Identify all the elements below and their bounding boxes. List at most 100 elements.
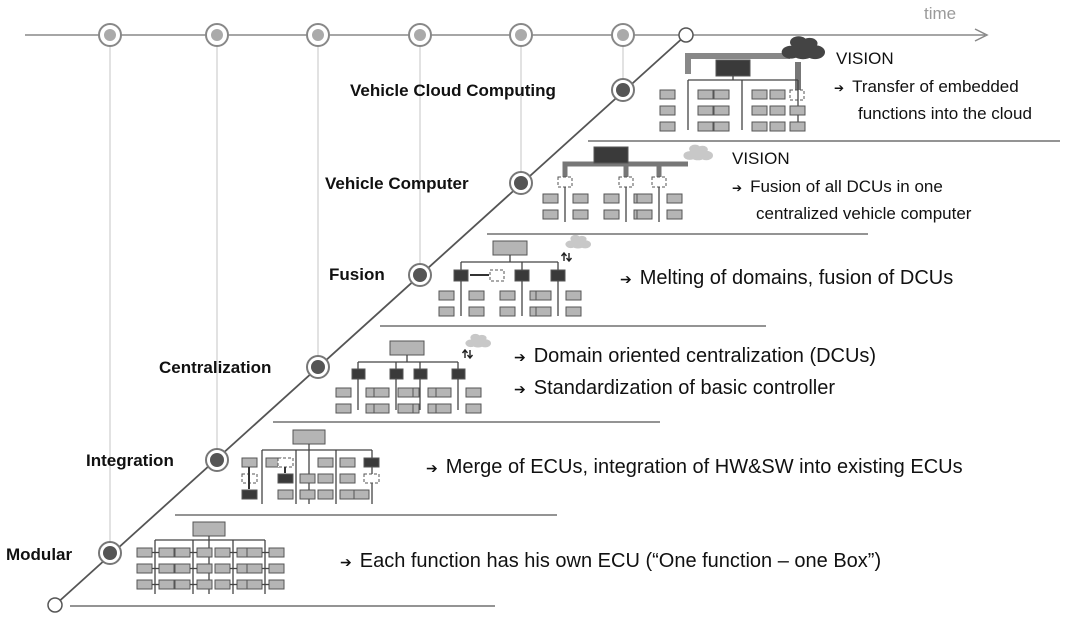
ecu-box	[666, 193, 683, 204]
ecu-box	[468, 306, 485, 317]
ecu-box	[158, 579, 175, 590]
ecu-box	[465, 403, 482, 414]
ecu-box	[535, 306, 552, 317]
description-modular: ➔ Each function has his own ECU (“One fun…	[340, 550, 881, 573]
thick-bus	[685, 53, 790, 74]
dcu-box	[618, 176, 634, 188]
ecu-box	[277, 457, 294, 468]
arrow-icon: ➔	[514, 381, 526, 397]
cloud-icon	[477, 334, 487, 342]
dcu-box	[351, 368, 366, 380]
description-centralization-1: ➔ Domain oriented centralization (DCUs)	[514, 345, 876, 368]
ecu-box	[659, 121, 676, 132]
ecu-box	[196, 547, 213, 558]
ecu-box	[542, 209, 559, 220]
description-text: Fusion of all DCUs in one	[750, 177, 943, 196]
stage-label-integration: Integration	[86, 451, 174, 470]
integrated-ecu-box	[277, 473, 294, 484]
description-text: Standardization of basic controller	[533, 377, 836, 399]
time-marker-core-fusion	[414, 29, 426, 41]
ecu-box	[542, 193, 559, 204]
stage-node-core-vehicle-computer	[514, 176, 528, 190]
arrow-icon: ➔	[514, 349, 526, 365]
time-axis-arrowhead	[974, 28, 989, 42]
ecu-box	[339, 489, 356, 500]
ecu-box	[299, 489, 316, 500]
ecu-box	[659, 105, 676, 116]
evolution-diagonal	[54, 34, 687, 606]
ecu-box	[299, 473, 316, 484]
integrated-ecu-box	[241, 489, 258, 500]
stage-label-centralization: Centralization	[159, 358, 272, 377]
time-marker-core-vehicle-computer	[515, 29, 527, 41]
time-marker-core-integration	[211, 29, 223, 41]
dcu-box	[557, 176, 573, 188]
arrow-icon: ➔	[340, 554, 352, 570]
vehicle-computer-box	[593, 146, 629, 164]
stage-node-core-centralization	[311, 360, 325, 374]
bidirectional-arrow-icon	[466, 350, 474, 360]
cloud-icon-dark	[801, 37, 818, 49]
ecu-box	[499, 290, 516, 301]
ecu-box	[438, 290, 455, 301]
ecu-box	[397, 387, 414, 398]
ecu-box	[196, 579, 213, 590]
ecu-box	[565, 306, 582, 317]
thick-bus	[562, 161, 688, 178]
ecu-box	[572, 209, 589, 220]
ecu-box	[335, 403, 352, 414]
stage-label-vehicle-cloud-computing: Vehicle Cloud Computing	[350, 81, 556, 100]
ecu-box	[277, 489, 294, 500]
time-marker-core-vehicle-cloud-computing	[617, 29, 629, 41]
dcu-box	[514, 269, 530, 282]
dcu-box	[651, 176, 667, 188]
ecu-box	[317, 457, 334, 468]
central-box	[192, 521, 226, 537]
dcu-box	[413, 368, 428, 380]
ecu-box	[158, 563, 175, 574]
integrated-ecu-box	[363, 457, 380, 468]
ecu-box	[214, 563, 231, 574]
ecu-box	[572, 193, 589, 204]
dcu-box	[453, 269, 469, 282]
time-axis-label: time	[924, 4, 957, 23]
cloud-icon-dark	[781, 45, 801, 59]
ecu-box	[603, 193, 620, 204]
stage-label-vehicle-computer: Vehicle Computer	[325, 174, 469, 193]
ecu-box	[435, 387, 452, 398]
dcu-box	[451, 368, 466, 380]
ecu-box	[317, 489, 334, 500]
cloud-icon	[565, 240, 577, 249]
ecu-box	[789, 105, 806, 116]
description-fusion: ➔ Melting of domains, fusion of DCUs	[620, 267, 953, 290]
description-text: Melting of domains, fusion of DCUs	[639, 267, 954, 289]
ecu-box	[769, 89, 786, 100]
description-centralization-2: ➔ Standardization of basic controller	[514, 377, 835, 400]
cloud-icon	[697, 145, 708, 154]
cloud-icon	[683, 151, 697, 160]
diagonal-start-point	[47, 597, 63, 613]
description-text: Each function has his own ECU (“One func…	[359, 550, 882, 572]
stage-label-fusion: Fusion	[329, 265, 385, 284]
ecu-box	[499, 306, 516, 317]
central-box	[389, 340, 425, 356]
ecu-box	[339, 457, 356, 468]
ecu-box	[268, 547, 285, 558]
description-text: Domain oriented centralization (DCUs)	[533, 345, 877, 367]
ecu-box	[174, 563, 191, 574]
cloud-icon	[577, 235, 587, 243]
vision-label-vehicle-computer: VISION	[732, 149, 790, 168]
ecu-box	[196, 563, 213, 574]
ecu-box	[214, 547, 231, 558]
ecu-box	[438, 306, 455, 317]
cloud-icon	[465, 339, 477, 348]
arrow-icon: ➔	[620, 271, 632, 287]
central-box	[715, 59, 751, 77]
arrow-icon: ➔	[426, 460, 438, 476]
description-cloud-2: functions into the cloud	[858, 104, 1032, 123]
bidirectional-arrow-icon	[565, 253, 573, 263]
diagonal-end-point	[678, 27, 694, 43]
ecu-box	[268, 563, 285, 574]
description-integration: ➔Merge of ECUs, integration of HW&SW int…	[426, 456, 963, 479]
